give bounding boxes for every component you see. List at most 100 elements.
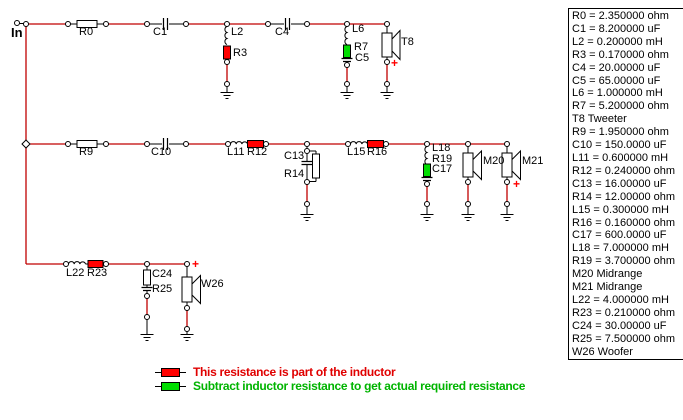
value-line: C10 = 150.0000 uF — [572, 139, 667, 152]
label-R25: R25 — [152, 283, 172, 295]
capacitor-C13[interactable] — [301, 160, 313, 166]
legend-row-subtract-resistance: Subtract inductor resistance to get actu… — [155, 379, 525, 393]
value-line: R23 = 0.210000 ohm — [572, 306, 676, 319]
label-L6: L6 — [352, 23, 364, 35]
label-L15: L15 — [347, 146, 365, 158]
ground-symbol — [420, 214, 434, 221]
value-line: C13 = 16.00000 uF — [572, 177, 667, 190]
label-L22: L22 — [66, 267, 84, 279]
capacitor-C17[interactable] — [421, 176, 433, 182]
label-C4: C4 — [275, 26, 289, 38]
value-line: R14 = 12.00000 ohm — [572, 190, 676, 203]
legend-row-inductor-resistance: This resistance is part of the inductor — [155, 365, 525, 379]
label-C1: C1 — [153, 26, 167, 38]
label-C17: C17 — [432, 163, 452, 175]
capacitor-C1[interactable] — [162, 18, 169, 30]
resistor-R0[interactable] — [76, 20, 98, 28]
speaker-M21-midrange[interactable] — [501, 149, 521, 181]
speaker-W26-woofer[interactable] — [181, 274, 201, 305]
label-L11: L11 — [227, 146, 245, 158]
bus-junction-diamond — [21, 139, 31, 149]
resistor-R7[interactable] — [343, 44, 351, 58]
resistor-R3[interactable] — [223, 45, 231, 60]
component-C24-box[interactable] — [143, 269, 151, 286]
value-line: L15 = 0.300000 mH — [572, 203, 669, 216]
legend: This resistance is part of the inductor … — [155, 365, 525, 393]
label-C10: C10 — [151, 146, 171, 158]
polarity-plus-W26: + — [192, 257, 199, 271]
value-line: R7 = 5.200000 ohm — [572, 100, 669, 113]
connection-nodes — [23, 21, 510, 332]
value-line: C17 = 600.0000 uF — [572, 229, 667, 242]
inductor-L15[interactable] — [350, 141, 368, 145]
value-line: R19 = 3.700000 ohm — [572, 255, 676, 268]
label-R16: R16 — [367, 146, 387, 158]
value-line: L6 = 1.000000 mH — [572, 87, 663, 100]
value-line: M20 Midrange — [572, 268, 643, 281]
value-line: R16 = 0.160000 ohm — [572, 216, 676, 229]
label-C13: C13 — [284, 150, 304, 162]
capacitor-R25-cap[interactable] — [141, 286, 153, 292]
ground-symbol — [500, 214, 514, 221]
inductor-L11[interactable] — [230, 141, 248, 145]
inductor-L22[interactable] — [68, 261, 86, 265]
label-M21: M21 — [522, 155, 543, 167]
legend-text-green: Subtract inductor resistance to get actu… — [193, 379, 526, 393]
legend-text-red: This resistance is part of the inductor — [193, 365, 396, 379]
label-C5: C5 — [355, 52, 369, 64]
value-line: T8 Tweeter — [572, 113, 627, 126]
value-line: C4 = 20.00000 uF — [572, 61, 661, 74]
value-line: C1 = 8.200000 uF — [572, 22, 661, 35]
component-leads — [19, 23, 508, 335]
capacitor-C5[interactable] — [341, 57, 353, 63]
component-values-panel: R0 = 2.350000 ohm C1 = 8.200000 uF L2 = … — [568, 8, 683, 360]
ground-symbol — [300, 214, 314, 221]
label-R12: R12 — [247, 146, 267, 158]
ground-symbol — [461, 214, 475, 221]
value-line: R0 = 2.350000 ohm — [572, 10, 669, 22]
value-line: C24 = 30.00000 uF — [572, 319, 667, 332]
inductor-L18[interactable] — [424, 146, 429, 165]
green-resistor-icon — [155, 381, 186, 391]
value-line: W26 Woofer — [572, 345, 633, 358]
value-line: R25 = 7.500000 ohm — [572, 332, 676, 345]
value-line: R3 = 0.170000 ohm — [572, 48, 669, 61]
input-terminal[interactable] — [14, 20, 20, 26]
polarity-plus-T8: + — [391, 56, 398, 70]
value-line: L18 = 7.000000 mH — [572, 242, 669, 255]
red-resistor-icon — [155, 367, 186, 377]
label-R23: R23 — [87, 267, 107, 279]
value-line: C5 = 65.00000 uF — [572, 74, 661, 87]
label-R0: R0 — [79, 26, 93, 38]
value-line: L2 = 0.200000 mH — [572, 35, 663, 48]
ground-symbol — [380, 92, 394, 99]
resistor-R14[interactable] — [312, 153, 320, 179]
label-R14: R14 — [284, 168, 304, 180]
label-R9: R9 — [79, 146, 93, 158]
resistor-R9[interactable] — [76, 140, 98, 148]
label-T8: T8 — [401, 36, 414, 48]
value-line: R12 = 0.240000 ohm — [572, 164, 676, 177]
label-L18: L18 — [432, 142, 450, 154]
label-W26: W26 — [201, 278, 224, 290]
value-line: R9 = 1.950000 ohm — [572, 126, 669, 139]
capacitor-C4[interactable] — [284, 18, 291, 30]
label-R3: R3 — [233, 47, 247, 59]
resistor-R19[interactable] — [423, 163, 431, 177]
speaker-T8-tweeter[interactable] — [381, 29, 401, 61]
label-L2: L2 — [231, 26, 243, 38]
inductor-L2[interactable] — [224, 26, 229, 45]
label-C24: C24 — [152, 268, 172, 280]
ground-symbol — [140, 334, 154, 341]
capacitor-C10[interactable] — [162, 138, 169, 150]
polarity-plus-M21: + — [513, 177, 520, 191]
ground-symbol — [340, 92, 354, 99]
input-label: In — [11, 25, 23, 40]
value-line: L22 = 4.000000 mH — [572, 293, 669, 306]
ground-symbol — [180, 334, 194, 341]
label-R7: R7 — [354, 41, 368, 53]
inductor-L6[interactable] — [344, 26, 349, 45]
speaker-M20-midrange[interactable] — [462, 149, 482, 181]
